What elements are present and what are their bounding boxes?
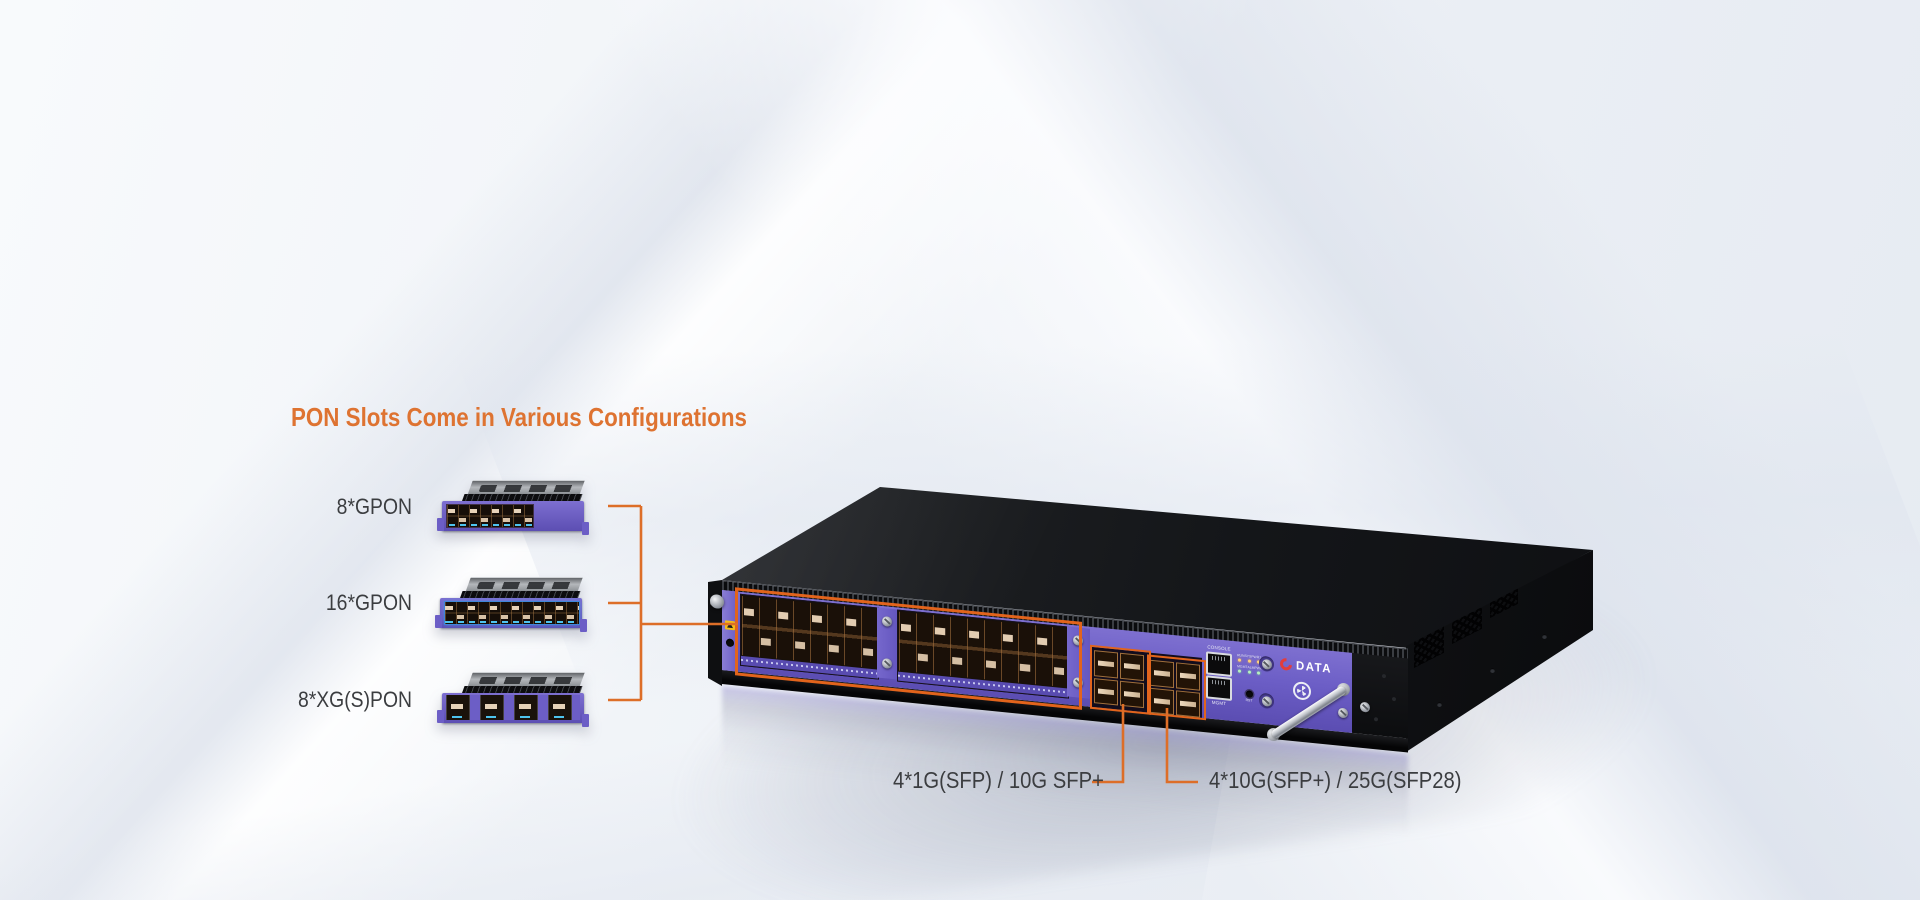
led-indicator [1247, 670, 1251, 674]
module-faceplate [437, 693, 589, 727]
module-port-cages [446, 504, 534, 528]
uplink1-label: 4*1G(SFP) / 10G SFP+ [893, 767, 1104, 793]
led-label: RUN [1237, 652, 1245, 658]
screw-icon [1437, 702, 1442, 707]
module-label-16gpon: 16*GPON [325, 590, 412, 615]
fan-logo-icon [1293, 680, 1311, 701]
screw-icon [1490, 668, 1495, 673]
uplink1-highlight-box [1090, 644, 1151, 715]
module-image-8gpon [437, 480, 590, 536]
screw-icon [1382, 673, 1386, 679]
module-image-16gpon [435, 577, 588, 633]
module-port-cages [444, 601, 580, 625]
led-indicator [1257, 671, 1260, 675]
mgmt-port [1206, 675, 1232, 701]
module-heatsink-comb [460, 591, 581, 598]
management-port-block: CONSOLE MGMT [1204, 644, 1234, 708]
module-image-8xgspon [437, 672, 590, 728]
console-port [1206, 651, 1232, 677]
ground-hole [726, 638, 734, 648]
thumbscrew-icon [710, 593, 724, 610]
panel-screw-post [1259, 692, 1274, 710]
module-label-8xgspon: 8*XG(S)PON [297, 687, 412, 712]
screw-icon [1374, 717, 1378, 722]
module-port-cages [446, 695, 580, 720]
screw-icon [1338, 707, 1348, 719]
module-heatsink-comb [462, 686, 583, 693]
screw-icon [1542, 634, 1547, 639]
led-label: SYS [1244, 653, 1252, 659]
screw-icon [1360, 701, 1370, 713]
led-label: ALM [1247, 664, 1255, 670]
mgmt-port-label: MGMT [1211, 700, 1227, 708]
section-title: PON Slots Come in Various Configurations [291, 402, 747, 432]
reset-label: RST [1245, 697, 1253, 703]
screw-icon [1261, 658, 1272, 670]
screw-icon [1392, 696, 1396, 702]
led-label: MGMT [1237, 663, 1248, 670]
module-heatsink-comb [462, 494, 583, 501]
module-faceplate [435, 598, 587, 632]
laser-warning-icon [725, 620, 735, 631]
module-faceplate [437, 501, 589, 535]
led-indicator [1238, 669, 1241, 673]
reset-button-block: RST [1241, 690, 1257, 704]
led-indicator [1238, 658, 1241, 662]
olt-device: CONSOLE MGMT RUN SYS PWR1 [700, 478, 1620, 838]
uplink2-label: 4*10G(SFP+) / 25G(SFP28) [1209, 767, 1462, 793]
brand-logo: DATA [1277, 655, 1338, 677]
module-label-8gpon: 8*GPON [336, 494, 412, 519]
panel-screw-post [1259, 655, 1274, 673]
brand-c-icon [1277, 655, 1295, 673]
front-right-cap [1352, 652, 1408, 739]
brand-logo-text: DATA [1295, 658, 1333, 676]
led-indicator [1247, 659, 1251, 663]
screw-icon [1261, 695, 1272, 707]
uplink2-highlight-box [1147, 654, 1206, 721]
